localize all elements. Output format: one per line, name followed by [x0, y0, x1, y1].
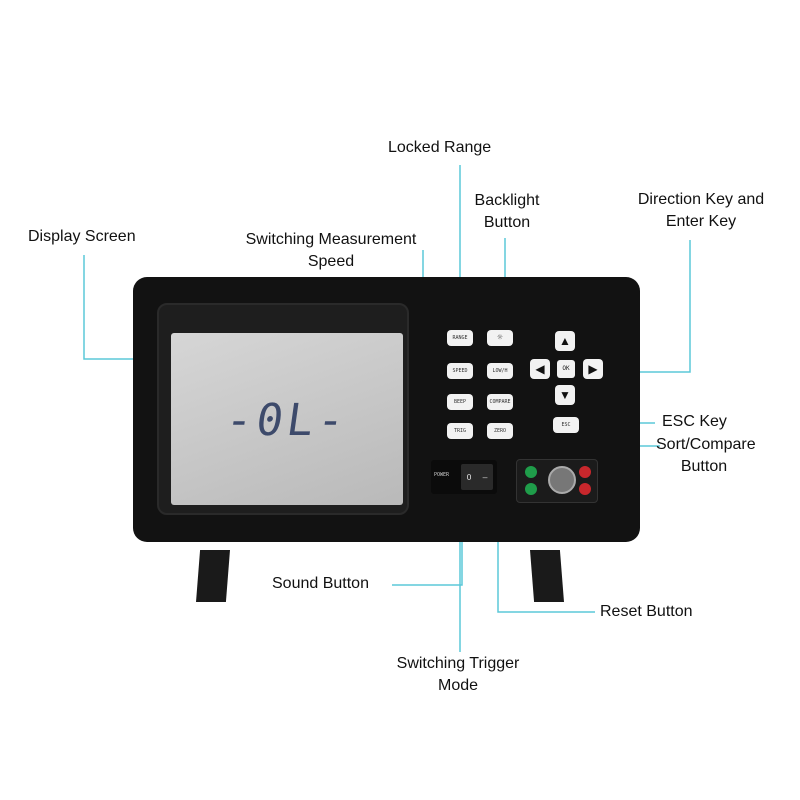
left-arrow-button[interactable]: ◀ — [530, 359, 550, 379]
beep-button[interactable]: BEEP — [447, 394, 473, 410]
jack-green-bottom[interactable] — [525, 483, 537, 495]
test-connector[interactable] — [548, 466, 576, 494]
power-on-mark: — — [482, 472, 488, 482]
label-direction-key-line1: Direction Key and — [637, 191, 765, 208]
left-foot — [196, 550, 230, 602]
label-switching-speed-line2: Speed — [307, 253, 355, 270]
low-mode-button[interactable]: LOW/H — [487, 363, 513, 379]
jack-red-bottom[interactable] — [579, 483, 591, 495]
jack-red-top[interactable] — [579, 466, 591, 478]
label-switching-speed: Switching Measurement Speed — [228, 229, 434, 273]
test-terminal — [516, 459, 598, 503]
label-sort-compare-line2: Button — [680, 458, 728, 475]
label-sort-compare: Sort/Compare Button — [656, 434, 756, 478]
display-screen: -0L- — [171, 333, 403, 505]
range-button[interactable]: RANGE — [447, 330, 473, 346]
ok-button[interactable]: OK — [557, 360, 575, 378]
label-backlight-line1: Backlight — [474, 192, 540, 209]
power-switch-panel: POWER O — — [431, 460, 497, 494]
power-off-mark: O — [466, 472, 472, 482]
label-switching-trigger: Switching Trigger Mode — [384, 653, 532, 697]
label-direction-key-line2: Enter Key — [665, 213, 737, 230]
lcd-readout: -0L- — [222, 395, 352, 446]
label-sort-compare-line1: Sort/Compare — [656, 436, 756, 453]
speed-button[interactable]: SPEED — [447, 363, 473, 379]
left-arrow-icon: ◀ — [535, 362, 545, 376]
label-switching-speed-line1: Switching Measurement — [245, 231, 417, 248]
right-arrow-button[interactable]: ▶ — [583, 359, 603, 379]
jack-green-top[interactable] — [525, 466, 537, 478]
label-backlight-line2: Button — [483, 214, 531, 231]
meter-device: -0L- RANGE ☼ SPEED LOW/H BEEP COMPARE TR… — [133, 277, 640, 542]
label-backlight: Backlight Button — [462, 190, 552, 234]
zero-button[interactable]: ZERO — [487, 423, 513, 439]
label-esc-key: ESC Key — [662, 413, 727, 430]
esc-button[interactable]: ESC — [553, 417, 579, 433]
up-arrow-icon: ▲ — [559, 334, 571, 348]
label-switching-trigger-line1: Switching Trigger — [396, 655, 520, 672]
label-reset-button: Reset Button — [600, 603, 693, 620]
down-arrow-icon: ▼ — [559, 388, 571, 402]
label-switching-trigger-line2: Mode — [437, 677, 479, 694]
trigger-button[interactable]: TRIG — [447, 423, 473, 439]
compare-button[interactable]: COMPARE — [487, 394, 513, 410]
label-direction-key: Direction Key and Enter Key — [620, 189, 782, 233]
label-locked-range: Locked Range — [388, 139, 492, 156]
up-arrow-button[interactable]: ▲ — [555, 331, 575, 351]
label-display-screen: Display Screen — [28, 228, 136, 245]
down-arrow-button[interactable]: ▼ — [555, 385, 575, 405]
backlight-button[interactable]: ☼ — [487, 330, 513, 346]
right-arrow-icon: ▶ — [588, 362, 598, 376]
power-switch[interactable]: O — — [461, 464, 493, 490]
power-label: POWER — [434, 472, 450, 478]
right-foot — [530, 550, 564, 602]
label-sound-button: Sound Button — [272, 575, 369, 592]
